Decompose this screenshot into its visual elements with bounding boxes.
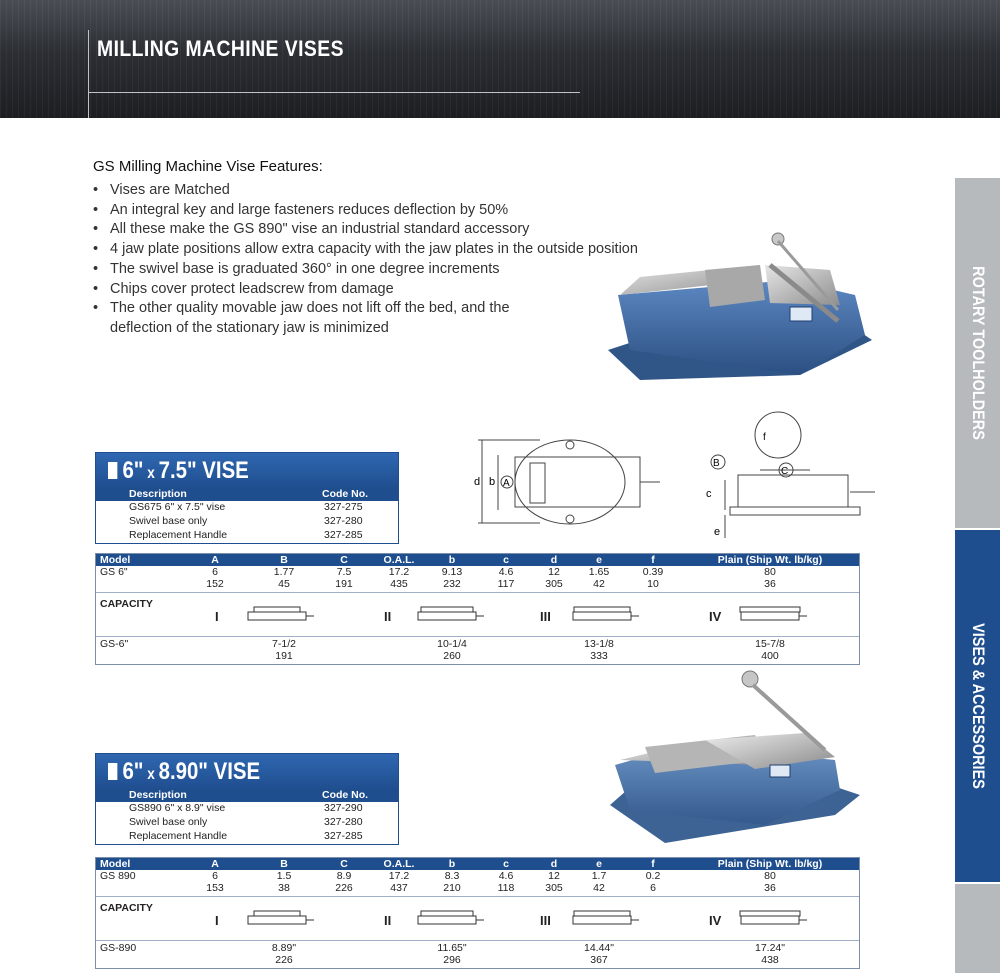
feature-item: •An integral key and large fasteners red…: [93, 201, 509, 218]
vise1-capacity-label: CAPACITY: [100, 598, 153, 610]
tab-vises-accessories[interactable]: VISES & ACCESSORIES: [955, 530, 1000, 882]
page-title: MILLING MACHINE VISES: [97, 36, 344, 61]
vise-photo-6x75: [608, 232, 872, 380]
vise1-pos-I: I: [215, 609, 219, 624]
vise2-capacity-row-inch: GS-890 8.89" 11.65" 14.44" 17.24": [100, 942, 786, 954]
vise2-capacity-label: CAPACITY: [100, 902, 153, 914]
vise2-spec-row-inch: GS 890 6 1.5 8.9 17.2 8.3 4.6 12 1.7 0.2…: [100, 870, 776, 882]
vise-photo-6x89: [610, 670, 860, 843]
feature-item: •The swivel base is graduated 360° in on…: [93, 260, 500, 277]
diagram-label-C: C: [781, 466, 788, 477]
vise1-spec-header: Model A B C O.A.L. b c d e f Plain (Ship…: [96, 554, 859, 566]
jaw-position-icon: [572, 910, 639, 925]
vise1-desc-header: Description Code No.: [96, 488, 398, 501]
vise2-spec-table: Model A B C O.A.L. b c d e f Plain (Ship…: [95, 857, 860, 969]
title-square-icon: [108, 763, 118, 780]
diagram-label-c: c: [706, 488, 712, 500]
jaw-position-icon: [417, 606, 484, 621]
feature-item: •Chips cover protect leadscrew from dama…: [93, 280, 394, 297]
vise1-pos-III: III: [540, 609, 551, 624]
row-divider: [96, 636, 859, 637]
vise2-pos-IV: IV: [709, 913, 722, 928]
vise2-pos-II: II: [384, 913, 392, 928]
vise-top-view-diagram: d b A: [474, 439, 660, 525]
diagram-label-A: A: [503, 478, 510, 489]
tab-next-section[interactable]: [955, 884, 1000, 973]
tab-rotary-toolholders[interactable]: ROTARY TOOLHOLDERS: [955, 178, 1000, 528]
features-list: •Vises are Matched •An integral key and …: [93, 181, 733, 339]
vise-side-view-diagram: B C c e f: [706, 411, 875, 538]
vise1-pos-II: II: [384, 609, 392, 624]
header-rule-horizontal: [88, 92, 580, 93]
feature-item: •Vises are Matched: [93, 182, 230, 198]
jaw-position-icon: [572, 606, 639, 621]
vise1-title-bar: 6" x 7.5" VISE: [96, 453, 398, 489]
diagram-label-b: b: [489, 476, 495, 488]
page-header: [0, 0, 1000, 118]
feature-item: •The other quality movable jaw does not …: [93, 300, 510, 317]
vise1-spec-row-mm: 152 45 191 435 232 117 305 42 10 36: [206, 578, 776, 590]
features-title: GS Milling Machine Vise Features:: [93, 158, 323, 175]
vise2-capacity-row-mm: 226 296 367 438: [275, 954, 779, 966]
feature-item-continued: deflection of the stationary jaw is mini…: [110, 319, 389, 336]
diagram-label-e: e: [714, 526, 720, 538]
vise2-desc-header: Description Code No.: [96, 789, 398, 802]
vise1-title: 6" x 7.5" VISE: [108, 457, 249, 485]
vise1-capacity-row-mm: 191 260 333 400: [275, 650, 779, 662]
vise2-title: 6" x 8.90" VISE: [108, 758, 260, 786]
feature-item: •4 jaw plate positions allow extra capac…: [93, 241, 638, 258]
vise2-spec-header: Model A B C O.A.L. b c d e f Plain (Ship…: [96, 858, 859, 870]
tab-vises-accessories-label: VISES & ACCESSORIES: [968, 623, 988, 789]
diagram-label-d: d: [474, 476, 480, 488]
jaw-position-icon: [739, 910, 807, 925]
vise2-header-box: 6" x 8.90" VISE Description Code No. GS8…: [95, 753, 399, 845]
row-divider: [96, 896, 859, 897]
feature-item: •All these make the GS 890" vise an indu…: [93, 221, 530, 238]
tab-rotary-toolholders-label: ROTARY TOOLHOLDERS: [968, 266, 988, 440]
vise1-spec-table: Model A B C O.A.L. b c d e f Plain (Ship…: [95, 553, 860, 665]
vise1-spec-row-inch: GS 6" 6 1.77 7.5 17.2 9.13 4.6 12 1.65 0…: [100, 566, 776, 578]
vise1-capacity-row-inch: GS-6" 7-1/2 10-1/4 13-1/8 15-7/8: [100, 638, 785, 650]
vise2-title-bar: 6" x 8.90" VISE: [96, 754, 398, 790]
jaw-position-icon: [247, 910, 314, 925]
row-divider: [96, 592, 859, 593]
diagram-label-f: f: [763, 432, 766, 443]
title-square-icon: [108, 462, 118, 479]
jaw-position-icon: [247, 606, 314, 621]
vise2-pos-I: I: [215, 913, 219, 928]
jaw-position-icon: [739, 606, 807, 621]
vise1-pos-IV: IV: [709, 609, 722, 624]
row-divider: [96, 940, 859, 941]
vise2-pos-III: III: [540, 913, 551, 928]
header-rule-vertical: [88, 30, 89, 118]
header-texture: [0, 0, 1000, 118]
jaw-position-icon: [417, 910, 484, 925]
diagram-label-B: B: [713, 458, 720, 469]
vise2-spec-row-mm: 153 38 226 437 210 118 305 42 6 36: [206, 882, 776, 894]
vise1-header-box: 6" x 7.5" VISE Description Code No. GS67…: [95, 452, 399, 544]
